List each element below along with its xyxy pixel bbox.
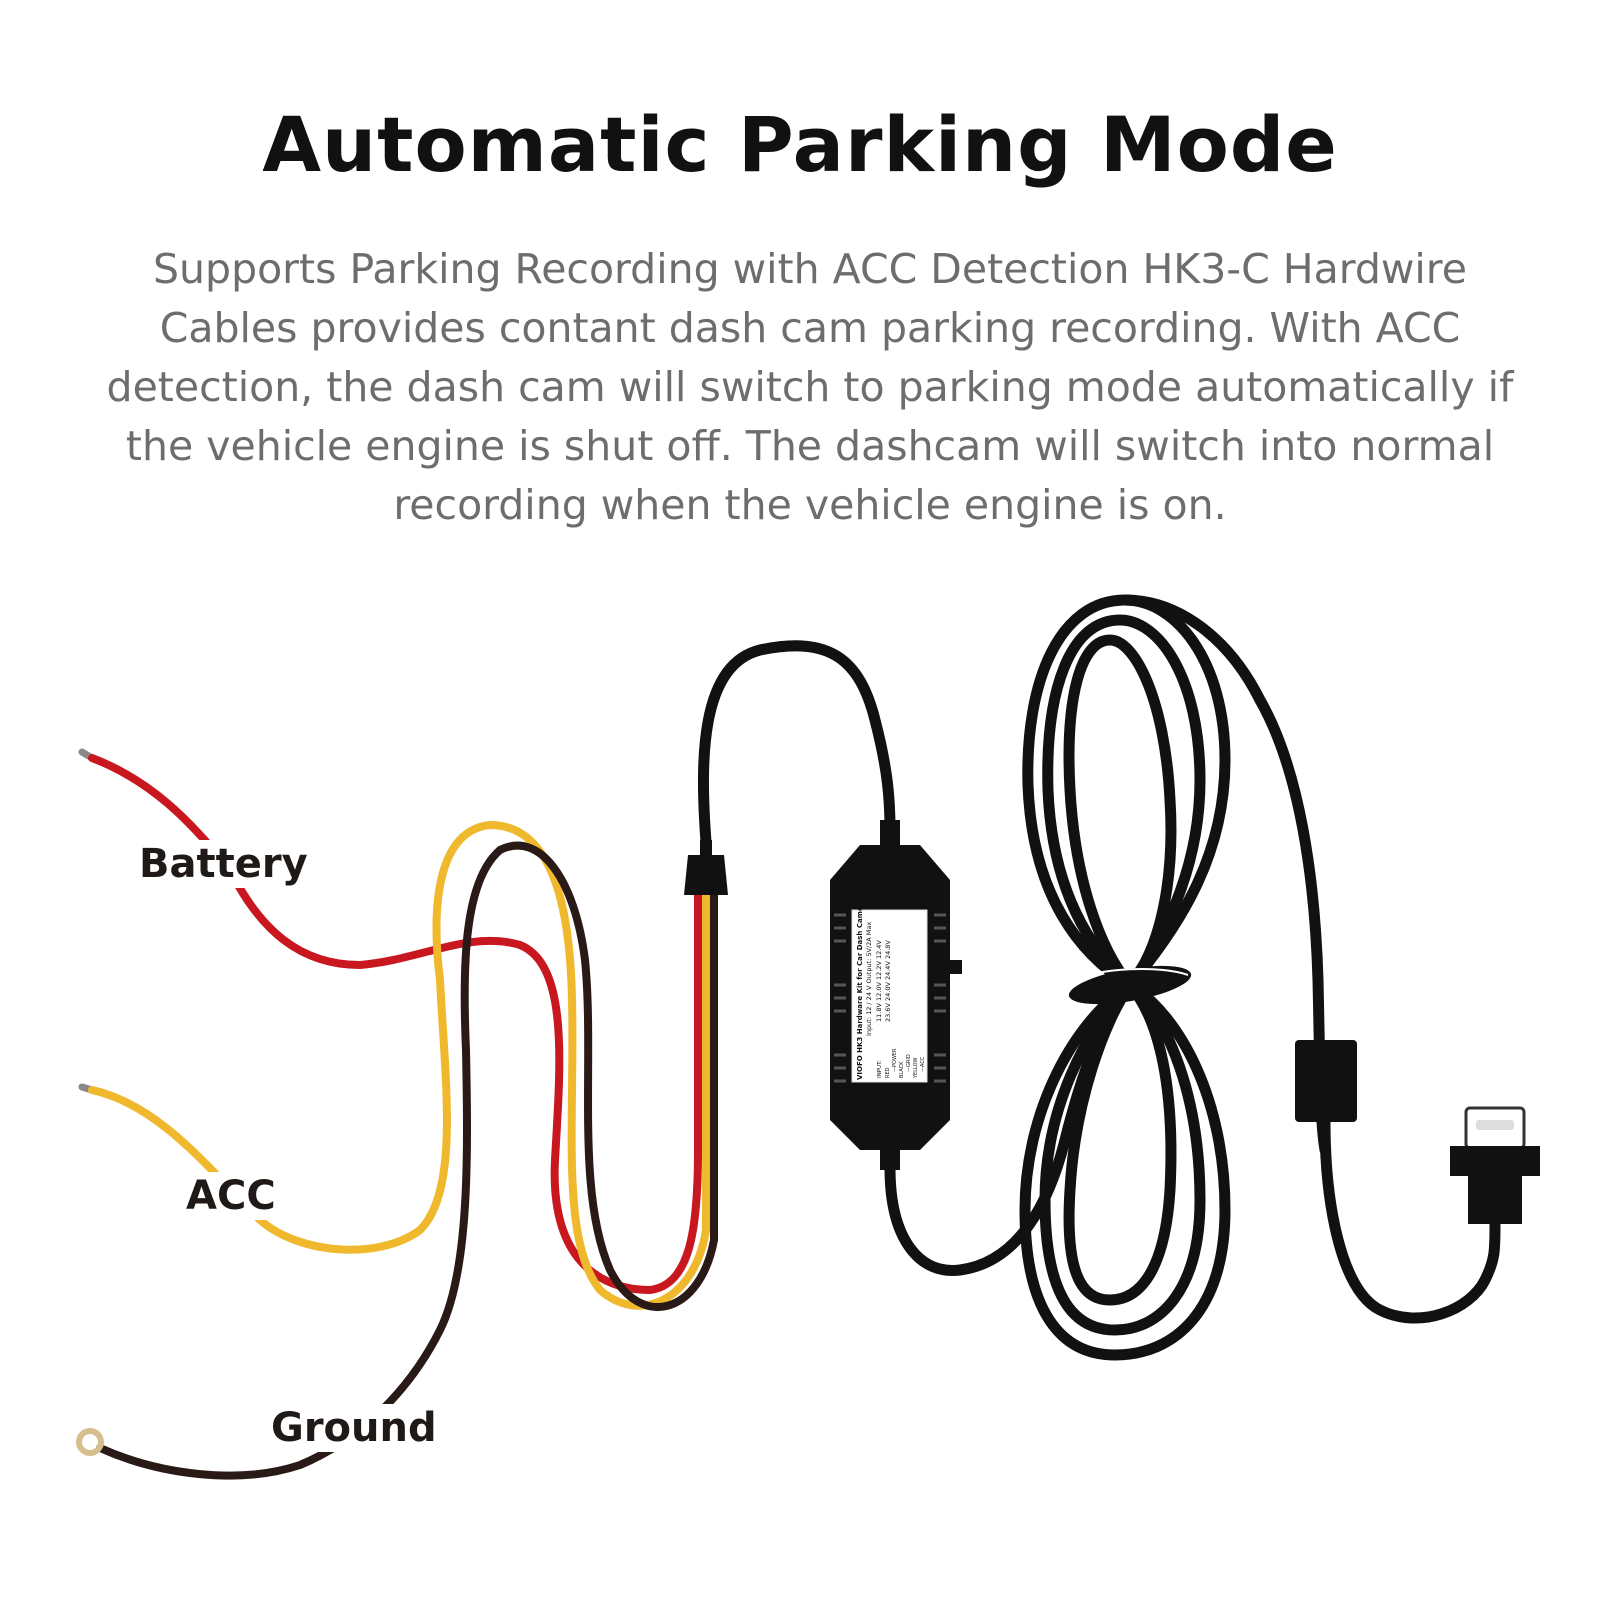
cable-to-usb — [1319, 1116, 1501, 1324]
module-legend-5: —ACC — [920, 1056, 926, 1072]
module-label-title: VIOFO HK3 Hardware Kit for Car Dash Came… — [856, 898, 864, 1080]
module-label-row1: 11.8V 12.0V 12.2V 12.4V — [875, 940, 883, 1022]
page-title: Automatic Parking Mode — [262, 100, 1338, 189]
ground-wire — [76, 841, 718, 1480]
module-legend-2: BLACK — [899, 1061, 905, 1078]
battery-wire — [78, 748, 702, 1295]
module-label-input: INPUT: — [877, 1060, 883, 1078]
module-label-row2: 23.6V 24.0V 24.4V 24.8V — [884, 940, 892, 1022]
module-legend-1: —POWER — [892, 1048, 898, 1072]
ground-label: Ground — [265, 1404, 443, 1452]
converter-module: VIOFO HK3 Hardware Kit for Car Dash Came… — [830, 820, 962, 1170]
description-text: Supports Parking Recording with ACC Dete… — [106, 245, 1514, 529]
acc-wire — [78, 820, 710, 1310]
module-legend-0: RED — [885, 1067, 891, 1078]
coil-tie — [1068, 965, 1192, 1005]
battery-label: Battery — [133, 840, 314, 888]
wire-connector — [684, 840, 728, 895]
usb-c-plug — [1450, 1106, 1540, 1224]
module-legend-3: —GRID — [906, 1054, 912, 1072]
module-legend-4: YELLOW — [913, 1057, 919, 1079]
module-label-io: Input: 12 / 24 V Output: 5V/2A Max — [865, 922, 873, 1036]
cable-to-module — [697, 640, 896, 848]
ferrite-bead — [1295, 1040, 1357, 1122]
acc-label: ACC — [180, 1172, 282, 1220]
